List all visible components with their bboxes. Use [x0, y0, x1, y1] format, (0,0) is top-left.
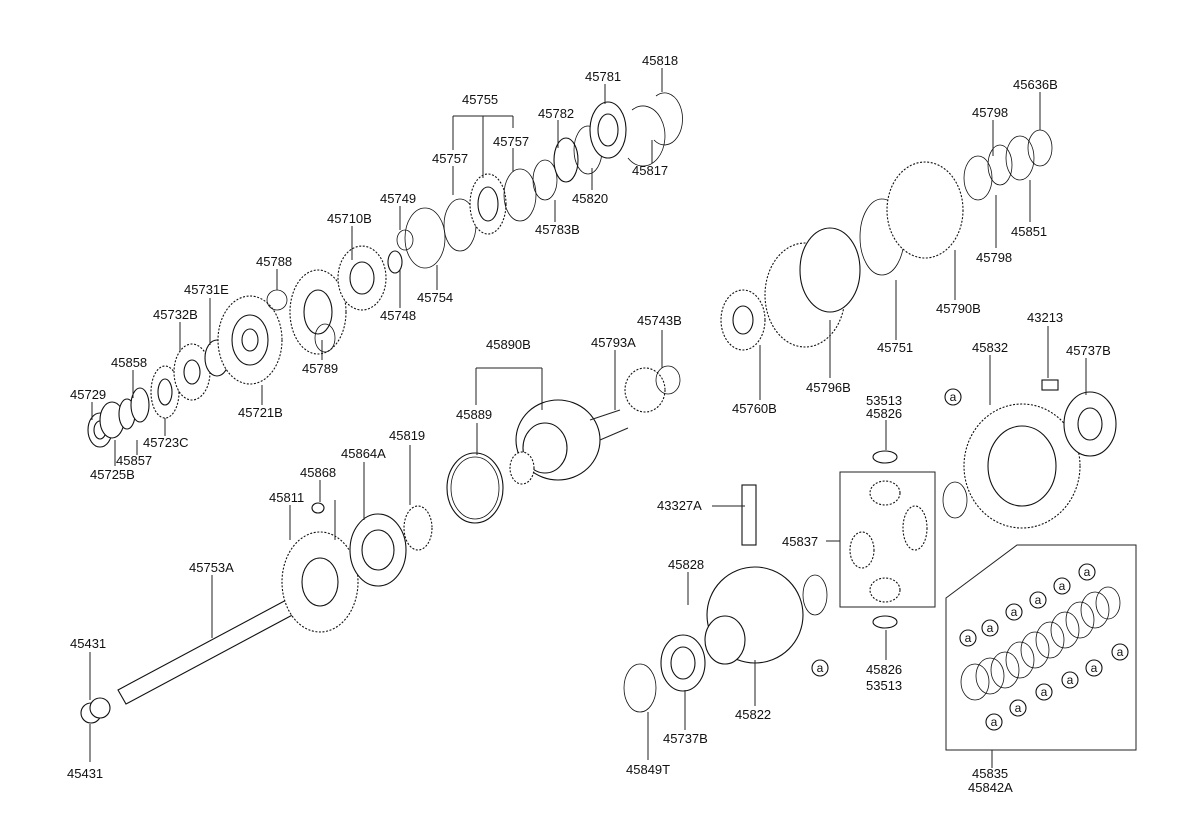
callout-marker: a [1085, 659, 1103, 677]
part-label: 45798 [976, 250, 1012, 265]
part-label: 45790B [936, 301, 981, 316]
part-label: 45732B [153, 307, 198, 322]
part-label: 45868 [300, 465, 336, 480]
leader-lines [89, 68, 1087, 768]
svg-text:a: a [987, 621, 994, 635]
callout-marker: a [1005, 603, 1023, 621]
part-label: 45757 [432, 151, 468, 166]
part-label: 45818 [642, 53, 678, 68]
part-label: 45789 [302, 361, 338, 376]
callout-marker: a [959, 629, 977, 647]
part-label: 45782 [538, 106, 574, 121]
part-label: 45822 [735, 707, 771, 722]
callout-marker: a [811, 659, 829, 677]
part-label: 45858 [111, 355, 147, 370]
part-label: 45849T [626, 762, 670, 777]
part-label: 45811 [269, 490, 304, 505]
callout-marker: a [1009, 699, 1027, 717]
part-label: 45889 [456, 407, 492, 422]
callout-marker: a [944, 388, 962, 406]
part-label: 45729 [70, 387, 106, 402]
part-label: 45636B [1013, 77, 1058, 92]
part-label: 45819 [389, 428, 425, 443]
part-label: 45748 [380, 308, 416, 323]
part-label: 45751 [877, 340, 913, 355]
part-label: 45754 [417, 290, 453, 305]
part-label: 45890B [486, 337, 531, 352]
part-label: 53513 [866, 678, 902, 693]
part-label: 45760B [732, 401, 777, 416]
part-label: 45835 [972, 766, 1008, 781]
callout-marker: a [1061, 671, 1079, 689]
part-label: 45857 [116, 453, 152, 468]
idler-shaft-assembly [80, 500, 433, 724]
part-label: 45837 [782, 534, 818, 549]
callout-marker: a [1053, 577, 1071, 595]
part-label: 45826 [866, 406, 902, 421]
callout-marker: a [985, 713, 1003, 731]
part-label: 45788 [256, 254, 292, 269]
part-label: 45783B [535, 222, 580, 237]
part-label: 45798 [972, 105, 1008, 120]
part-label: 45753A [189, 560, 234, 575]
part-label: 45725B [90, 467, 135, 482]
svg-text:a: a [1035, 593, 1042, 607]
clutch-drum-assembly [720, 129, 1053, 351]
part-label: 53513 [866, 393, 902, 408]
svg-text:a: a [1117, 645, 1124, 659]
clutch-plate-pack [945, 544, 1137, 751]
part-label: 45431 [70, 636, 106, 651]
part-label: 43327A [657, 498, 702, 513]
part-label: 45820 [572, 191, 608, 206]
svg-text:a: a [1091, 661, 1098, 675]
part-label: 45851 [1011, 224, 1047, 239]
part-label: 45743B [637, 313, 682, 328]
part-label: 45796B [806, 380, 851, 395]
svg-text:a: a [950, 390, 957, 404]
part-label: 45723C [143, 435, 189, 450]
callout-markers: a a a a a a a a a a a a a a [811, 388, 1129, 731]
planetary-carrier-assembly [446, 365, 681, 524]
svg-text:a: a [991, 715, 998, 729]
callout-marker: a [1078, 563, 1096, 581]
svg-text:a: a [1067, 673, 1074, 687]
svg-text:a: a [965, 631, 972, 645]
svg-text:a: a [1011, 605, 1018, 619]
callout-marker: a [1111, 643, 1129, 661]
part-label: 45832 [972, 340, 1008, 355]
part-label: 45431 [67, 766, 103, 781]
callout-marker: a [1035, 683, 1053, 701]
callout-marker: a [981, 619, 999, 637]
part-label: 45755 [462, 92, 498, 107]
upper-shaft-assembly [87, 92, 683, 448]
callout-marker: a [1029, 591, 1047, 609]
part-label: 45781 [585, 69, 621, 84]
part-label: 45864A [341, 446, 386, 461]
svg-text:a: a [1015, 701, 1022, 715]
part-labels: 45818 45781 45755 45782 45757 45757 4581… [67, 53, 1111, 795]
svg-text:a: a [817, 661, 824, 675]
part-label: 45721B [238, 405, 283, 420]
part-label: 45842A [968, 780, 1013, 795]
part-label: 45737B [1066, 343, 1111, 358]
part-label: 45731E [184, 282, 229, 297]
part-label: 45826 [866, 662, 902, 677]
part-label: 45749 [380, 191, 416, 206]
part-label: 45757 [493, 134, 529, 149]
part-label: 43213 [1027, 310, 1063, 325]
differential-assembly [623, 379, 1117, 713]
part-label: 45710B [327, 211, 372, 226]
part-drawings [80, 92, 1137, 751]
part-label: 45793A [591, 335, 636, 350]
part-label: 45817 [632, 163, 668, 178]
part-label: 45828 [668, 557, 704, 572]
part-label: 45737B [663, 731, 708, 746]
svg-text:a: a [1059, 579, 1066, 593]
svg-text:a: a [1084, 565, 1091, 579]
svg-text:a: a [1041, 685, 1048, 699]
